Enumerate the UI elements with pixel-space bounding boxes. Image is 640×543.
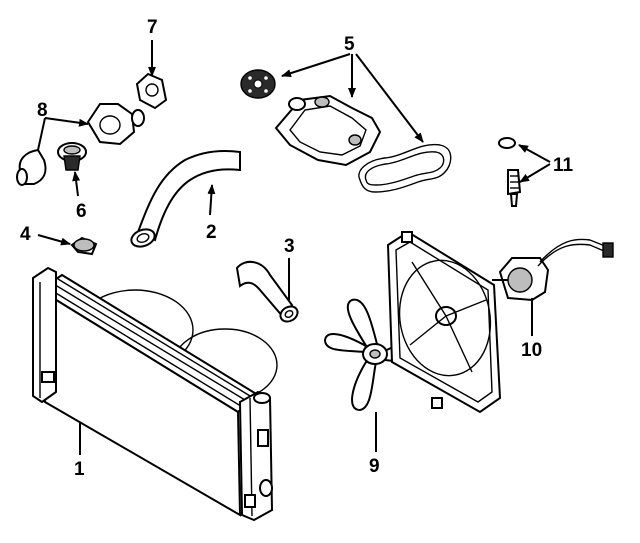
gasket-part xyxy=(135,72,168,110)
callout-labels: 1 2 3 4 5 6 7 8 9 10 11 xyxy=(20,17,574,480)
callout-6: 6 xyxy=(76,201,87,222)
callout-8: 8 xyxy=(37,100,48,121)
callout-1: 1 xyxy=(74,459,85,480)
thermostat-part xyxy=(57,142,87,171)
callout-10: 10 xyxy=(521,340,542,361)
lower-radiator-hose-part xyxy=(235,260,299,323)
fan-shroud-motor-part xyxy=(386,230,614,414)
thermostat-housing-part xyxy=(16,103,145,186)
callout-5: 5 xyxy=(344,34,355,55)
temperature-sensor-part xyxy=(498,137,522,207)
callout-2: 2 xyxy=(206,222,217,243)
callout-9: 9 xyxy=(369,456,380,477)
water-pump-part xyxy=(240,69,452,193)
leader-lines xyxy=(37,40,551,455)
callout-3: 3 xyxy=(284,236,295,257)
upper-radiator-hose-part xyxy=(130,150,241,248)
radiator-part xyxy=(32,266,278,522)
callout-7: 7 xyxy=(147,17,158,38)
callout-4: 4 xyxy=(20,224,31,245)
callout-11: 11 xyxy=(553,155,574,176)
radiator-cap-part xyxy=(70,236,98,256)
